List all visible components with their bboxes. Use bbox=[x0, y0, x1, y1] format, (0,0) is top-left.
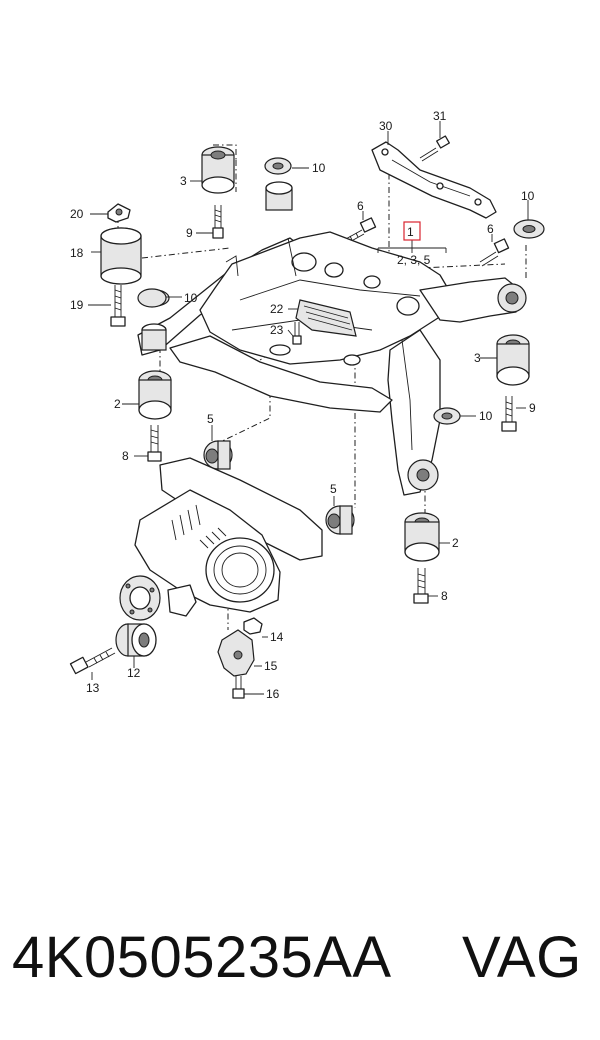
callout-labels: 30 31 3 10 20 9 6 1 2, 3, 5 6 10 18 19 1… bbox=[70, 109, 536, 701]
callout-2-left: 2 bbox=[114, 397, 121, 411]
callout-22: 22 bbox=[270, 302, 284, 316]
cap-10-right-top bbox=[513, 219, 545, 239]
callout-23: 23 bbox=[270, 323, 284, 337]
nut-20 bbox=[107, 203, 131, 223]
callout-6-right: 6 bbox=[487, 222, 494, 236]
callout-3-right: 3 bbox=[474, 351, 481, 365]
bolt-19 bbox=[110, 285, 126, 327]
callout-13: 13 bbox=[86, 681, 100, 695]
callout-15: 15 bbox=[264, 659, 278, 673]
bolt-13 bbox=[69, 647, 116, 675]
callout-19: 19 bbox=[70, 298, 84, 312]
heat-shield-22 bbox=[295, 299, 357, 337]
cap-10-left bbox=[137, 288, 167, 308]
callout-31: 31 bbox=[433, 109, 447, 123]
bump-stop-18 bbox=[100, 227, 142, 285]
callout-14: 14 bbox=[270, 630, 284, 644]
callout-1: 1 bbox=[407, 225, 414, 239]
callout-9-right: 9 bbox=[529, 401, 536, 415]
bolt-9-right bbox=[501, 396, 517, 432]
callout-5-right: 5 bbox=[330, 482, 337, 496]
callout-9-top: 9 bbox=[186, 226, 193, 240]
callout-2-right: 2 bbox=[452, 536, 459, 550]
bolt-23 bbox=[292, 322, 302, 345]
cap-top-left bbox=[264, 157, 293, 211]
bolt-16 bbox=[232, 676, 245, 699]
callout-8-left: 8 bbox=[122, 449, 129, 463]
differential bbox=[119, 457, 323, 621]
bushing-2-right bbox=[404, 512, 440, 562]
bushing-top-left bbox=[201, 146, 235, 194]
callout-5-left: 5 bbox=[207, 412, 214, 426]
subframe-exploded-diagram: 30 31 3 10 20 9 6 1 2, 3, 5 6 10 18 19 1… bbox=[69, 109, 545, 701]
callout-6-left: 6 bbox=[357, 199, 364, 213]
callout-1-highlight bbox=[403, 221, 421, 241]
bushing-right-rear bbox=[407, 459, 439, 491]
callout-10-left: 10 bbox=[184, 291, 198, 305]
bolt-31 bbox=[419, 135, 450, 162]
callout-2-3-5: 2, 3, 5 bbox=[397, 253, 431, 267]
cap-10-right-lower bbox=[433, 407, 461, 425]
nut-14 bbox=[243, 617, 263, 635]
subframe-body bbox=[137, 231, 521, 496]
callout-20: 20 bbox=[70, 207, 84, 221]
bolt-6-right bbox=[479, 238, 510, 267]
callout-10-right-top: 10 bbox=[521, 189, 535, 203]
callout-10-top: 10 bbox=[312, 161, 326, 175]
diff-bushing-12 bbox=[115, 623, 157, 657]
callout-3-top: 3 bbox=[180, 174, 187, 188]
diff-mount-5-right bbox=[325, 505, 355, 535]
leader-lines bbox=[88, 121, 529, 695]
callout-10-right-lower: 10 bbox=[479, 409, 493, 423]
bolt-8-left bbox=[147, 425, 162, 462]
diff-mount-5-left bbox=[203, 440, 233, 470]
callout-30: 30 bbox=[379, 119, 393, 133]
callout-16: 16 bbox=[266, 687, 280, 701]
callout-18: 18 bbox=[70, 246, 84, 260]
part-footer: 4K0505235AA VAG bbox=[0, 918, 600, 998]
bolt-9-top bbox=[212, 205, 224, 239]
bushing-right-arm bbox=[497, 283, 527, 313]
bolt-8-right bbox=[413, 568, 429, 604]
brand-name: VAG bbox=[462, 925, 582, 990]
bracket-15 bbox=[217, 629, 255, 677]
part-number: 4K0505235AA bbox=[12, 925, 392, 990]
callout-12: 12 bbox=[127, 666, 141, 680]
bushing-2-left bbox=[138, 370, 172, 420]
rear-bracket bbox=[371, 141, 497, 219]
bushing-3-right bbox=[496, 334, 530, 386]
callout-8-right: 8 bbox=[441, 589, 448, 603]
